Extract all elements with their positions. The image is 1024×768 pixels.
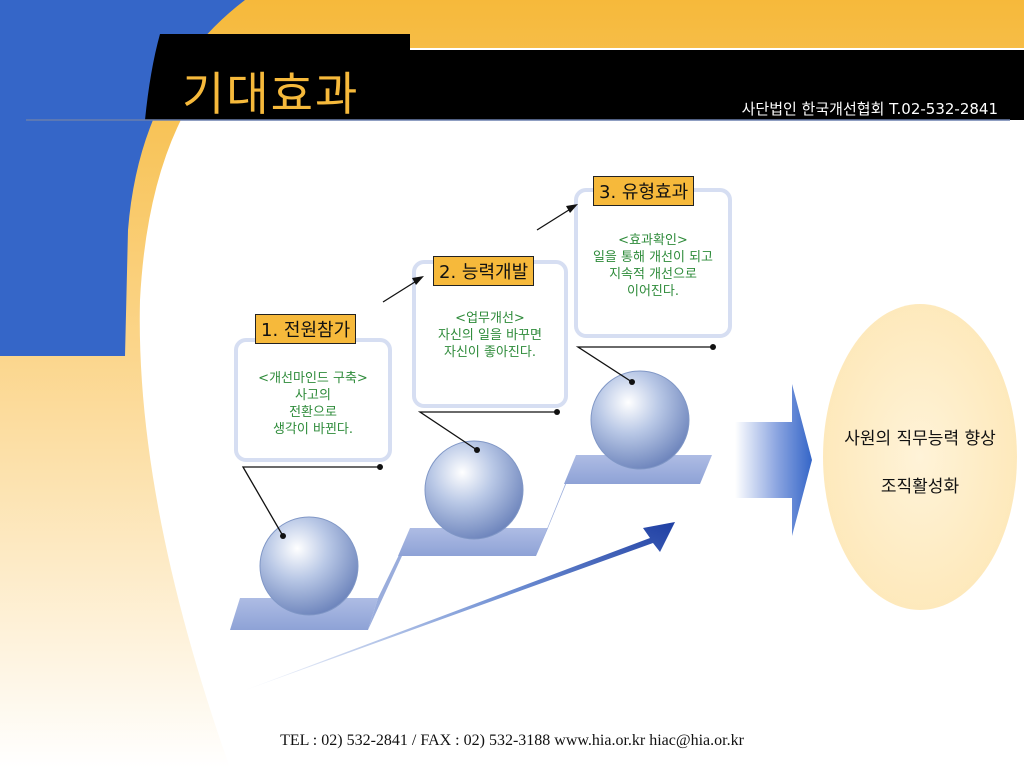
result-line-1: 사원의 직무능력 향상 bbox=[844, 429, 996, 449]
result-line-2: 조직활성화 bbox=[880, 477, 960, 497]
page-title: 기대효과 bbox=[182, 67, 360, 121]
step-2-label: 2. 능력개발 bbox=[433, 256, 535, 286]
step-2-description: <업무개선> 자신의 일을 바꾸면 자신이 좋아진다. bbox=[438, 311, 542, 360]
footer-contact: TEL : 02) 532-2841 / FAX : 02) 532-3188 … bbox=[280, 732, 744, 749]
step-1-label: 1. 전원참가 bbox=[255, 314, 357, 344]
step-3-description: <효과확인> 일을 통해 개선이 되고 지속적 개선으로 이어진다. bbox=[592, 233, 714, 299]
step-3-label: 3. 유형효과 bbox=[593, 176, 695, 206]
step-1-description: <개선마인드 구축> 사고의 전환으로 생각이 바뀐다. bbox=[258, 371, 368, 437]
organization-info: 사단법인 한국개선협회 T.02-532-2841 bbox=[741, 100, 998, 118]
